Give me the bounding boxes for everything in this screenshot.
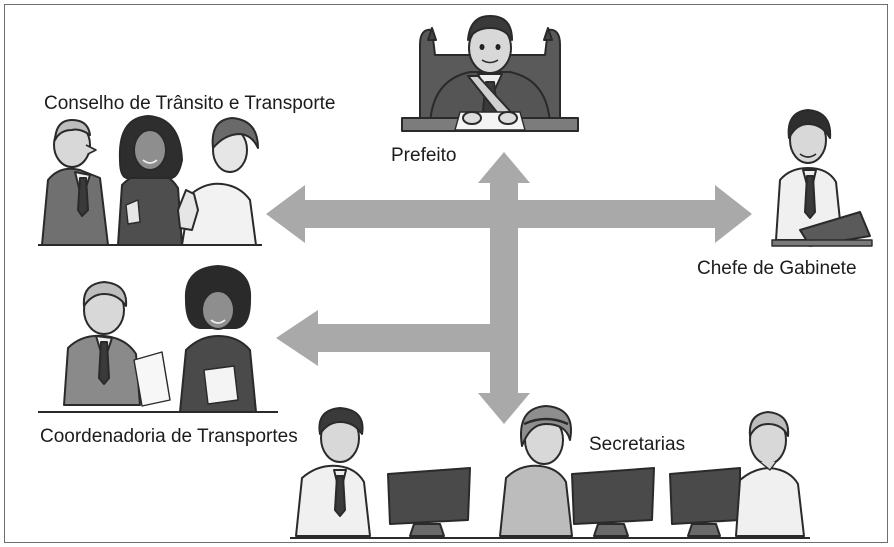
label-coordenadoria: Coordenadoria de Transportes (40, 426, 298, 447)
chefe-illustration (771, 109, 873, 247)
label-prefeito: Prefeito (391, 145, 457, 166)
conselho-illustration (38, 115, 262, 246)
secretarias-illustration (290, 405, 810, 539)
coordenadoria-illustration (38, 265, 278, 413)
label-secretarias: Secretarias (589, 434, 686, 455)
connector-arrows (266, 152, 752, 424)
arrow-lower-left (276, 310, 504, 366)
label-chefe: Chefe de Gabinete (697, 258, 857, 279)
prefeito-illustration (401, 15, 579, 132)
arrow-vertical (478, 152, 530, 424)
arrow-upper-horizontal (266, 185, 752, 243)
label-conselho: Conselho de Trânsito e Transporte (44, 93, 336, 114)
